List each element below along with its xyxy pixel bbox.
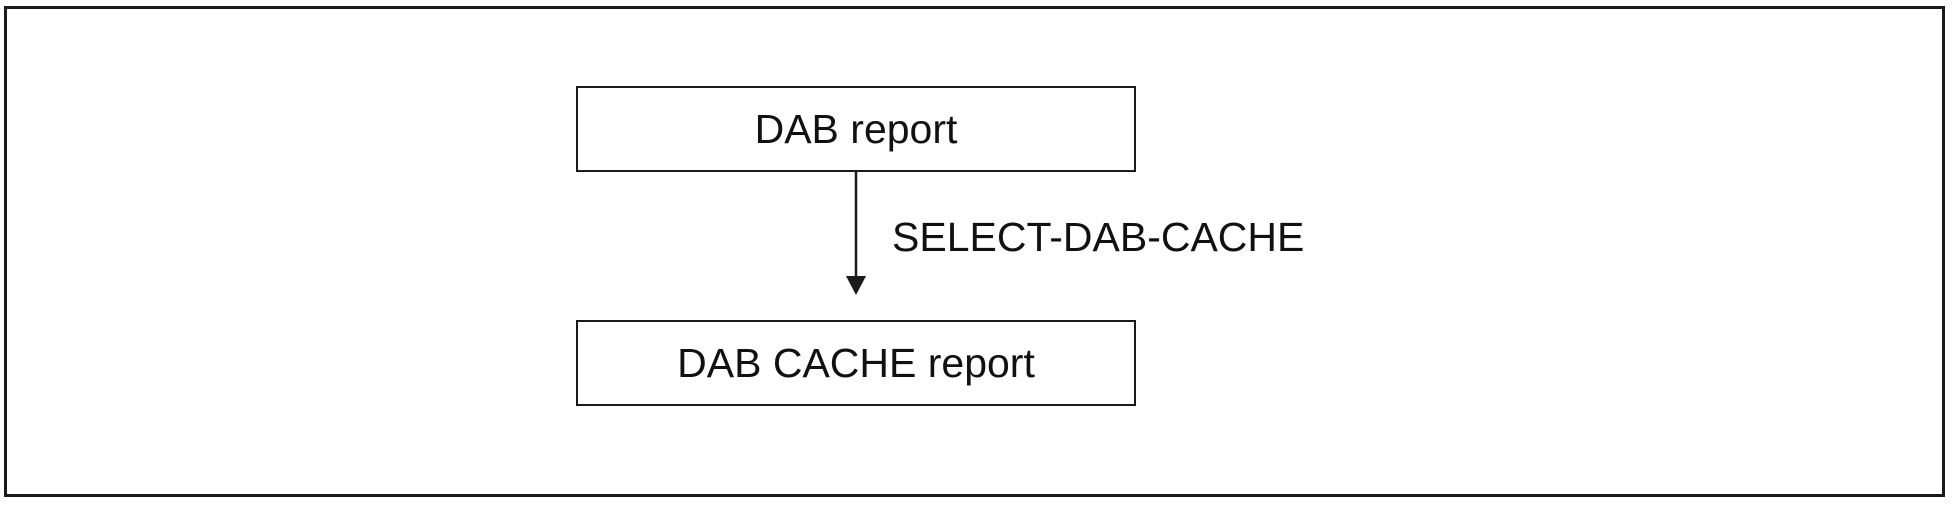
select-dab-cache-label: SELECT-DAB-CACHE bbox=[892, 214, 1305, 260]
dab-report-box: DAB report bbox=[576, 86, 1136, 172]
arrowhead-icon bbox=[846, 276, 866, 295]
dab-cache-report-box: DAB CACHE report bbox=[576, 320, 1136, 406]
dab-cache-report-label: DAB CACHE report bbox=[677, 339, 1035, 386]
dab-report-label: DAB report bbox=[754, 105, 958, 152]
